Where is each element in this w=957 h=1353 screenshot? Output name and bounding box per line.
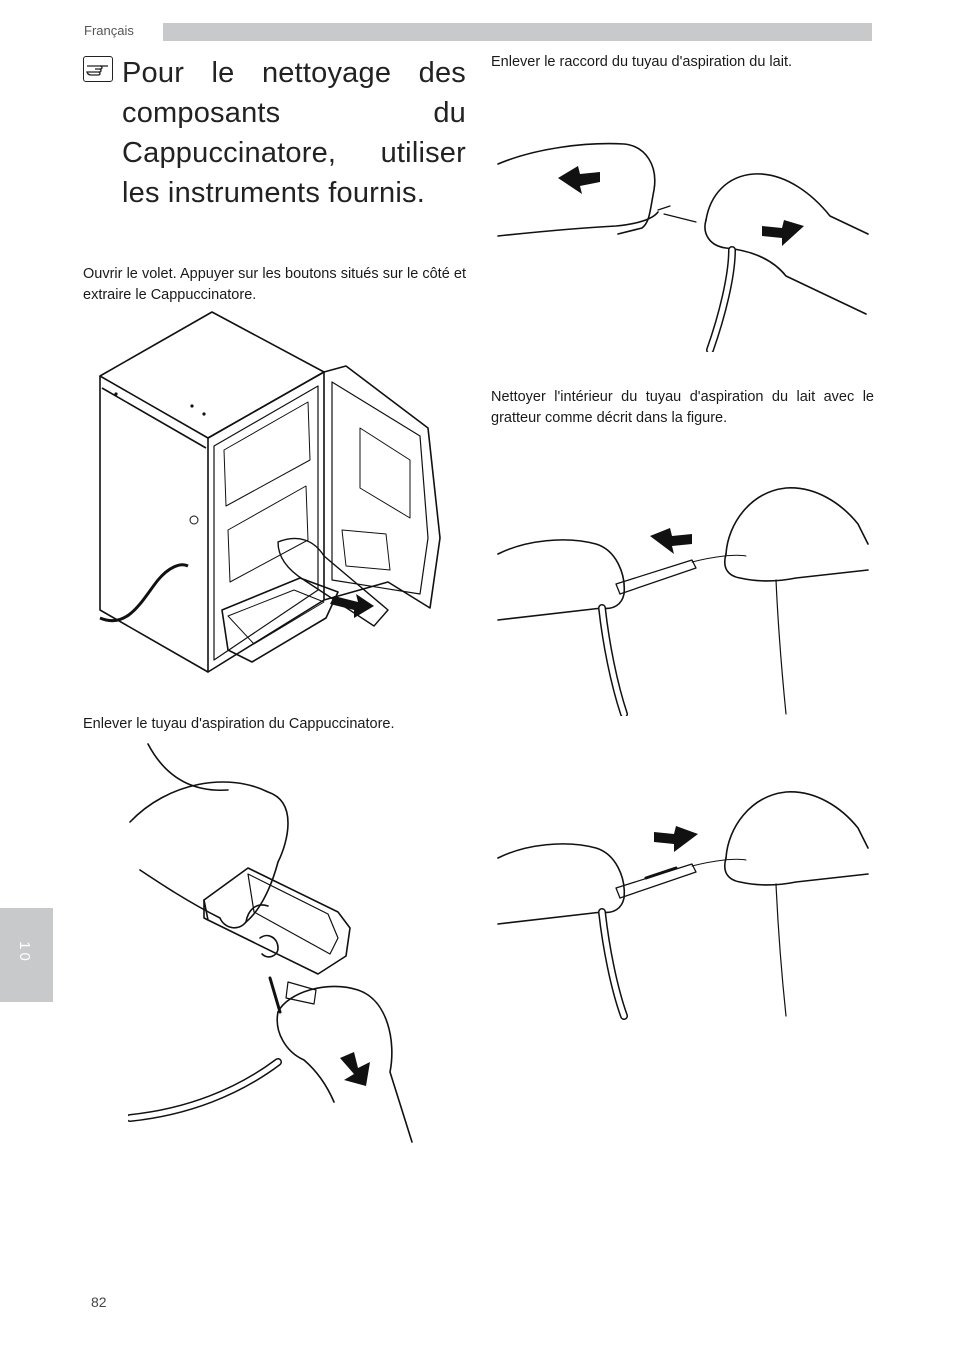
chapter-number: 10 bbox=[15, 941, 33, 964]
clean-tube-illustration-2 bbox=[497, 791, 869, 1020]
chapter-tab: 10 bbox=[0, 908, 53, 1002]
step-caption-open-door: Ouvrir le volet. Appuyer sur les boutons… bbox=[83, 266, 466, 303]
step-caption-clean-tube: Nettoyer l'intérieur du tuyau d'aspirati… bbox=[491, 389, 874, 426]
header-bar bbox=[163, 23, 872, 41]
step-caption-remove-fitting: Enlever le raccord du tuyau d'aspiration… bbox=[491, 54, 792, 70]
note-text: Pour le nettoyage des composants du Capp… bbox=[122, 57, 466, 209]
cappuccinatore-removal-illustration bbox=[128, 743, 413, 1143]
page-number: 82 bbox=[91, 1294, 107, 1310]
step-caption-remove-hose: Enlever le tuyau d'aspiration du Cappucc… bbox=[83, 716, 395, 732]
clean-tube-illustration-1 bbox=[497, 487, 869, 716]
language-label: Français bbox=[84, 23, 134, 38]
machine-illustration bbox=[99, 311, 441, 673]
pointing-hand-icon bbox=[83, 56, 113, 82]
remove-fitting-illustration bbox=[497, 142, 869, 352]
